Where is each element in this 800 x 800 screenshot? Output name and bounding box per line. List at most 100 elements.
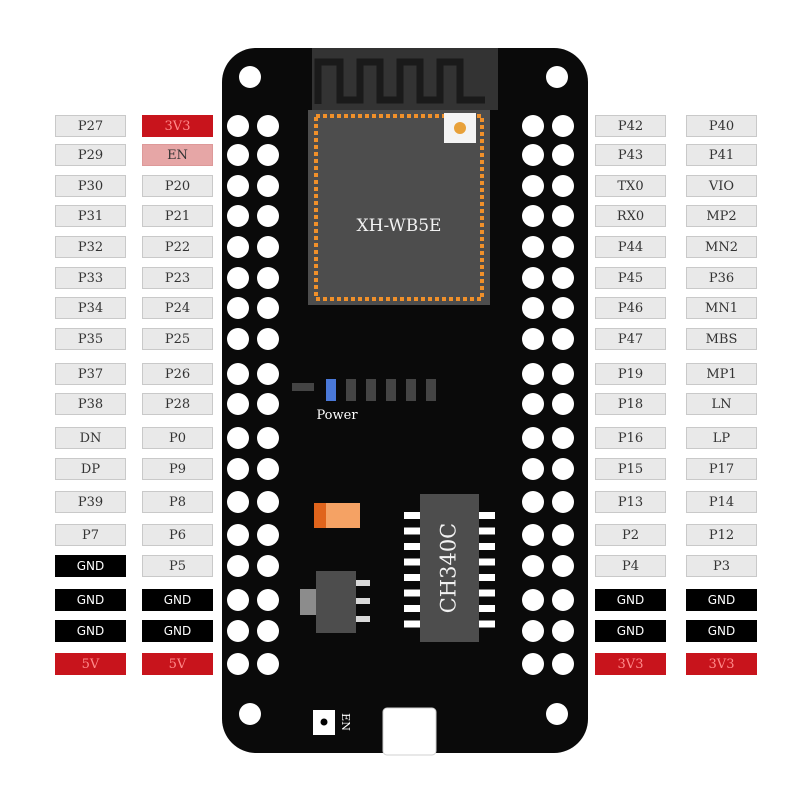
- pin-hole: [257, 524, 279, 546]
- pin-label-p47: P47: [595, 328, 666, 350]
- pin-hole: [257, 393, 279, 415]
- pin-hole: [257, 115, 279, 137]
- pin-hole: [257, 589, 279, 611]
- pin-hole: [522, 620, 544, 642]
- pin-label-p13: P13: [595, 491, 666, 513]
- pin-label-p27: P27: [55, 115, 126, 137]
- pin-hole: [522, 297, 544, 319]
- pin-hole: [552, 328, 574, 350]
- pin-hole: [552, 363, 574, 385]
- pin-hole: [227, 393, 249, 415]
- pin-hole: [522, 653, 544, 675]
- module-name: XH-WB5E: [357, 216, 442, 236]
- pin-label-p0: P0: [142, 427, 213, 449]
- pin-hole: [522, 589, 544, 611]
- pin-label-p20: P20: [142, 175, 213, 197]
- usb-chip-pin: [404, 605, 420, 612]
- pin-label-gnd: GND: [55, 620, 126, 642]
- pin-hole: [227, 653, 249, 675]
- pin-label-dp: DP: [55, 458, 126, 480]
- pin-hole: [552, 491, 574, 513]
- usb-chip-pin: [479, 574, 495, 581]
- pin-label-vio: VIO: [686, 175, 757, 197]
- pin-hole: [522, 236, 544, 258]
- pin-label-p29: P29: [55, 144, 126, 166]
- pin-hole: [227, 620, 249, 642]
- pin-label-p7: P7: [55, 524, 126, 546]
- pin-hole: [257, 175, 279, 197]
- pin-hole: [227, 328, 249, 350]
- regulator-pin: [356, 616, 370, 622]
- pin-label-p31: P31: [55, 205, 126, 227]
- pin-hole: [227, 524, 249, 546]
- pin-hole: [522, 144, 544, 166]
- pin-label-p24: P24: [142, 297, 213, 319]
- pin-label-3v3: 3V3: [686, 653, 757, 675]
- pin-label-p40: P40: [686, 115, 757, 137]
- regulator-pin: [356, 598, 370, 604]
- pin-label-gnd: GND: [142, 620, 213, 642]
- pin-hole: [257, 458, 279, 480]
- usb-chip-pin: [404, 620, 420, 628]
- mounting-hole: [239, 703, 261, 725]
- pin-label-p39: P39: [55, 491, 126, 513]
- pin-label-gnd: GND: [686, 620, 757, 642]
- pin-label-p37: P37: [55, 363, 126, 385]
- led: [346, 379, 356, 401]
- pin-hole: [522, 393, 544, 415]
- pin-label-p2: P2: [595, 524, 666, 546]
- mounting-hole: [239, 66, 261, 88]
- regulator-tab: [300, 589, 316, 615]
- pin-label-p32: P32: [55, 236, 126, 258]
- pin-label-gnd: GND: [142, 589, 213, 611]
- pin-hole: [257, 328, 279, 350]
- pin-hole: [257, 205, 279, 227]
- pin-label-mn1: MN1: [686, 297, 757, 319]
- pin-label-3v3: 3V3: [595, 653, 666, 675]
- pin-hole: [227, 491, 249, 513]
- pin-hole: [552, 393, 574, 415]
- regulator-pin: [356, 580, 370, 586]
- usb-chip-pin: [404, 574, 420, 581]
- pin-label-p17: P17: [686, 458, 757, 480]
- pin-label-3v3: 3V3: [142, 115, 213, 137]
- pin-label-p35: P35: [55, 328, 126, 350]
- power-label: Power: [316, 408, 358, 423]
- pin-hole: [552, 267, 574, 289]
- pin-label-tx0: TX0: [595, 175, 666, 197]
- pin-hole: [227, 205, 249, 227]
- pin-hole: [257, 427, 279, 449]
- power-led: [326, 379, 336, 401]
- pin-label-p14: P14: [686, 491, 757, 513]
- en-button-label: EN: [339, 713, 352, 731]
- pin-label-5v: 5V: [55, 653, 126, 675]
- pin-label-p42: P42: [595, 115, 666, 137]
- pin-label-p41: P41: [686, 144, 757, 166]
- pin-hole: [552, 555, 574, 577]
- pin-label-lp: LP: [686, 427, 757, 449]
- led: [366, 379, 376, 401]
- usb-chip-pin: [479, 589, 495, 597]
- pin-label-gnd: GND: [55, 589, 126, 611]
- pin-hole: [227, 267, 249, 289]
- pin-label-p30: P30: [55, 175, 126, 197]
- mounting-hole: [546, 66, 568, 88]
- pin-label-gnd: GND: [595, 620, 666, 642]
- usb-chip-pin: [479, 527, 495, 535]
- pin-label-mbs: MBS: [686, 328, 757, 350]
- pin-label-p12: P12: [686, 524, 757, 546]
- led: [292, 383, 314, 391]
- pin-hole: [227, 589, 249, 611]
- pin-label-gnd: GND: [595, 589, 666, 611]
- usb-chip-pin: [479, 512, 495, 519]
- pin-label-p19: P19: [595, 363, 666, 385]
- pin-label-mn2: MN2: [686, 236, 757, 258]
- pin-label-p16: P16: [595, 427, 666, 449]
- pin-label-p43: P43: [595, 144, 666, 166]
- pin-hole: [227, 115, 249, 137]
- orange-component-end: [314, 503, 326, 528]
- en-button-dot: [320, 718, 328, 726]
- pin-hole: [552, 458, 574, 480]
- pin-hole: [522, 175, 544, 197]
